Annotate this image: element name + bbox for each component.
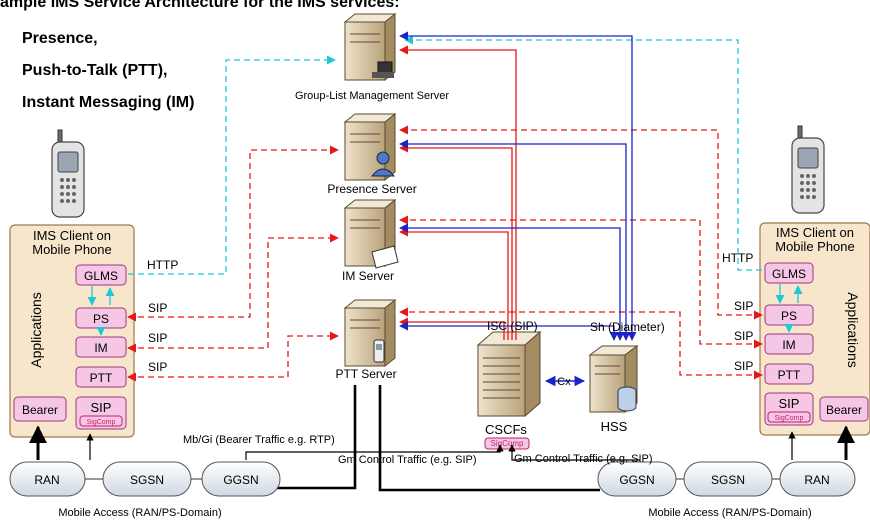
right-module-glms[interactable]: GLMS — [764, 262, 814, 284]
right-sgsn-label: SGSN — [711, 473, 745, 487]
right-ran-label: RAN — [804, 473, 829, 487]
right-module-ps-label: PS — [781, 309, 797, 323]
left-module-glms[interactable]: GLMS — [75, 264, 127, 286]
left-module-ptt-label: PTT — [90, 371, 113, 385]
service-im: Instant Messaging (IM) — [22, 94, 195, 111]
cscf-sigcomp-badge: SigComp — [484, 437, 530, 450]
service-ptt: Push-to-Talk (PTT), — [22, 62, 168, 79]
right-ggsn-label: GGSN — [619, 473, 654, 487]
right-sgsn-node[interactable]: SGSN — [683, 461, 773, 497]
left-client-title-2: Mobile Phone — [32, 242, 112, 257]
sip-label-right-ps: SIP — [734, 299, 753, 313]
right-module-ptt[interactable]: PTT — [764, 363, 814, 385]
cx-label: Cx — [557, 376, 571, 388]
sip-label-right-ptt: SIP — [734, 359, 753, 373]
left-ims-client: IMS Client on Mobile Phone Applications … — [9, 224, 135, 438]
left-access-network: RAN SGSN GGSN — [9, 461, 281, 497]
hss-label: HSS — [601, 419, 628, 434]
right-module-glms-label: GLMS — [772, 267, 806, 281]
page-title: ample IMS Service Architecture for the I… — [0, 0, 400, 11]
sip-label-left-im: SIP — [148, 331, 167, 345]
left-bearer-label: Bearer — [22, 403, 58, 417]
right-module-im-label: IM — [782, 338, 795, 352]
left-module-bearer[interactable]: Bearer — [13, 396, 67, 422]
right-access-network: GGSN SGSN RAN — [597, 461, 856, 497]
left-module-sip[interactable]: SIP SigComp — [75, 396, 127, 430]
left-access-label: Mobile Access (RAN/PS-Domain) — [58, 507, 221, 519]
left-ran-label: RAN — [34, 473, 59, 487]
right-mobile-phone-icon — [791, 125, 825, 214]
cscf-label: CSCFs — [485, 422, 527, 437]
left-module-im-label: IM — [94, 341, 107, 355]
right-module-im[interactable]: IM — [764, 333, 814, 355]
sh-label: Sh (Diameter) — [590, 320, 665, 334]
ptt-server-icon — [343, 298, 397, 368]
service-presence: Presence, — [22, 30, 98, 47]
glms-server-icon — [343, 12, 397, 82]
left-module-ptt[interactable]: PTT — [75, 366, 127, 388]
isc-label: ISC (SIP) — [487, 319, 538, 333]
right-module-sip[interactable]: SIP SigComp — [764, 392, 814, 426]
right-module-ptt-label: PTT — [778, 368, 801, 382]
left-sigcomp-badge: SigComp — [87, 419, 116, 426]
sip-label-left-ptt: SIP — [148, 360, 167, 374]
cscf-server-icon — [476, 330, 542, 418]
left-module-ps-label: PS — [93, 312, 109, 326]
gm-right-label: Gm Control Traffic (e.g. SIP) — [514, 453, 653, 465]
sip-label-left-ps: SIP — [148, 301, 167, 315]
left-ran-node[interactable]: RAN — [9, 461, 86, 497]
left-sgsn-label: SGSN — [130, 473, 164, 487]
gm-paths — [245, 444, 640, 461]
right-client-title-2: Mobile Phone — [775, 239, 855, 254]
mbgi-label: Mb/Gi (Bearer Traffic e.g. RTP) — [183, 434, 335, 446]
cscf-sigcomp-label: SigComp — [491, 439, 524, 448]
right-ran-node[interactable]: RAN — [779, 461, 856, 497]
left-module-ps[interactable]: PS — [75, 307, 127, 329]
im-server-label: IM Server — [342, 269, 394, 283]
right-ggsn-node[interactable]: GGSN — [597, 461, 677, 497]
ptt-server-label: PTT Server — [335, 367, 396, 381]
right-sip-label: SIP — [779, 396, 800, 411]
left-module-im[interactable]: IM — [75, 336, 127, 358]
sh-links — [399, 31, 637, 341]
left-ggsn-label: GGSN — [223, 473, 258, 487]
right-access-label: Mobile Access (RAN/PS-Domain) — [648, 507, 811, 519]
sip-label-right-im: SIP — [734, 329, 753, 343]
left-mobile-phone-icon — [51, 129, 85, 218]
im-server-icon — [343, 198, 399, 269]
gm-left-label: Gm Control Traffic (e.g. SIP) — [338, 454, 477, 466]
right-client-title-1: IMS Client on — [776, 225, 854, 240]
left-ggsn-node[interactable]: GGSN — [201, 461, 281, 497]
left-internal-links — [87, 286, 115, 336]
right-sigcomp-badge: SigComp — [775, 415, 804, 422]
left-sip-label: SIP — [91, 400, 112, 415]
hss-server-icon — [588, 345, 639, 413]
sip-links — [127, 125, 763, 382]
http-links — [128, 35, 762, 275]
presence-server-icon — [343, 112, 397, 182]
http-right-label: HTTP — [722, 251, 753, 265]
right-module-bearer[interactable]: Bearer — [819, 396, 869, 422]
http-left-label: HTTP — [147, 258, 178, 272]
right-bearer-label: Bearer — [826, 403, 862, 417]
right-ims-client: IMS Client on Mobile Phone Applications … — [759, 222, 870, 436]
left-applications-label: Applications — [28, 292, 44, 368]
right-internal-links — [775, 284, 803, 333]
glms-server-label: Group-List Management Server — [295, 90, 449, 102]
left-module-glms-label: GLMS — [84, 269, 118, 283]
presence-server-label: Presence Server — [327, 182, 416, 196]
right-applications-label: Applications — [845, 292, 861, 368]
left-sgsn-node[interactable]: SGSN — [102, 461, 192, 497]
right-module-ps[interactable]: PS — [764, 304, 814, 326]
left-client-title-1: IMS Client on — [33, 228, 111, 243]
